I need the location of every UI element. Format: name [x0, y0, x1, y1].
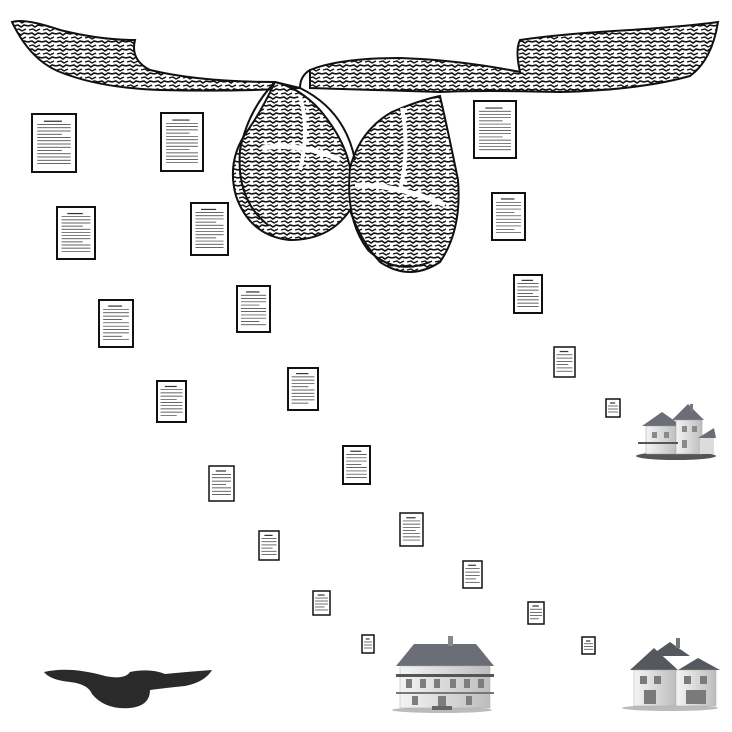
- house-icon: [636, 404, 716, 460]
- house-icon: [392, 636, 494, 713]
- document-page-icon: [462, 560, 483, 589]
- document-page-icon: [56, 206, 96, 260]
- document-page-icon: [491, 192, 526, 241]
- document-page-icon: [236, 285, 271, 333]
- document-page-icon: [156, 380, 187, 423]
- document-page-icon: [160, 112, 204, 172]
- document-page-icon: [581, 636, 596, 655]
- document-page-icon: [208, 465, 235, 502]
- document-page-icon: [287, 367, 319, 411]
- document-page-icon: [527, 601, 545, 625]
- flying-scroll-icon: [10, 20, 720, 273]
- house-icon: [622, 638, 720, 711]
- document-page-icon: [98, 299, 134, 348]
- scroll-shadow-icon: [44, 669, 212, 709]
- document-page-icon: [342, 445, 371, 485]
- document-page-icon: [473, 100, 517, 159]
- document-page-icon: [553, 346, 576, 378]
- document-page-icon: [312, 590, 331, 616]
- document-page-icon: [513, 274, 543, 314]
- document-page-icon: [361, 634, 375, 654]
- document-page-icon: [190, 202, 229, 256]
- document-page-icon: [31, 113, 77, 173]
- document-page-icon: [258, 530, 280, 561]
- document-page-icon: [605, 398, 621, 418]
- documents-group: [31, 100, 621, 655]
- document-page-icon: [399, 512, 424, 547]
